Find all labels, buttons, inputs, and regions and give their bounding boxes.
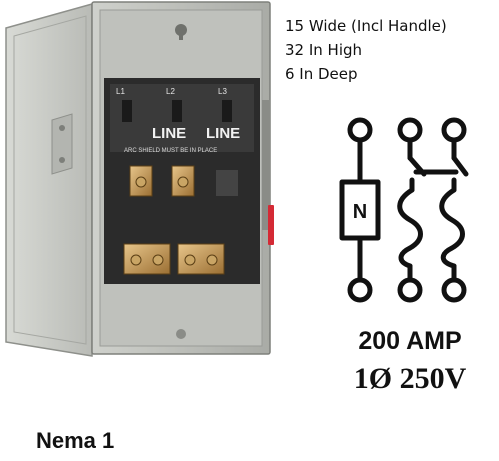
enclosure-type-label: Nema 1	[36, 428, 115, 453]
arc-shield-text: ARC SHIELD MUST BE IN PLACE	[124, 148, 217, 154]
lower-lug-2	[177, 243, 225, 275]
line1-top-terminal-icon	[397, 117, 423, 143]
dimension-width: 15 Wide (Incl Handle)	[285, 17, 447, 35]
line1-fuse-icon	[397, 187, 423, 269]
line2-top-terminal-icon	[441, 117, 467, 143]
amperage-rating: 200 AMP	[358, 327, 462, 355]
safety-switch-photo: L1 L2 L3 LINE LINE ARC SHIELD MUST BE IN…	[5, 1, 274, 357]
switch-mechanism: L1 L2 L3 LINE LINE ARC SHIELD MUST BE IN…	[104, 78, 260, 284]
operating-handle	[262, 100, 274, 245]
neutral-top-terminal-icon	[347, 117, 373, 143]
dimension-height: 32 In High	[285, 41, 363, 59]
neutral-label: N	[353, 201, 367, 223]
upper-lug-1	[129, 165, 153, 197]
terminal-label-l3: L3	[218, 87, 227, 96]
upper-lug-2	[171, 165, 195, 197]
voltage-rating: 1Ø 250V	[353, 362, 467, 395]
terminal-label-l1: L1	[116, 87, 125, 96]
line-label-right: LINE	[206, 125, 240, 142]
terminal-label-l2: L2	[166, 87, 175, 96]
enclosure-door	[5, 3, 93, 357]
handle-grip	[268, 205, 274, 245]
neutral-bottom-terminal-icon	[347, 277, 373, 303]
line1-bottom-terminal-icon	[397, 277, 423, 303]
line-label-left: LINE	[152, 125, 186, 142]
dimension-depth: 6 In Deep	[285, 65, 358, 83]
fused-switch-schematic: N	[339, 117, 469, 303]
lower-lug-1	[123, 243, 171, 275]
line2-bottom-terminal-icon	[441, 277, 467, 303]
line2-fuse-icon	[439, 187, 465, 269]
dimensions-block: 15 Wide (Incl Handle) 32 In High 6 In De…	[285, 14, 495, 86]
